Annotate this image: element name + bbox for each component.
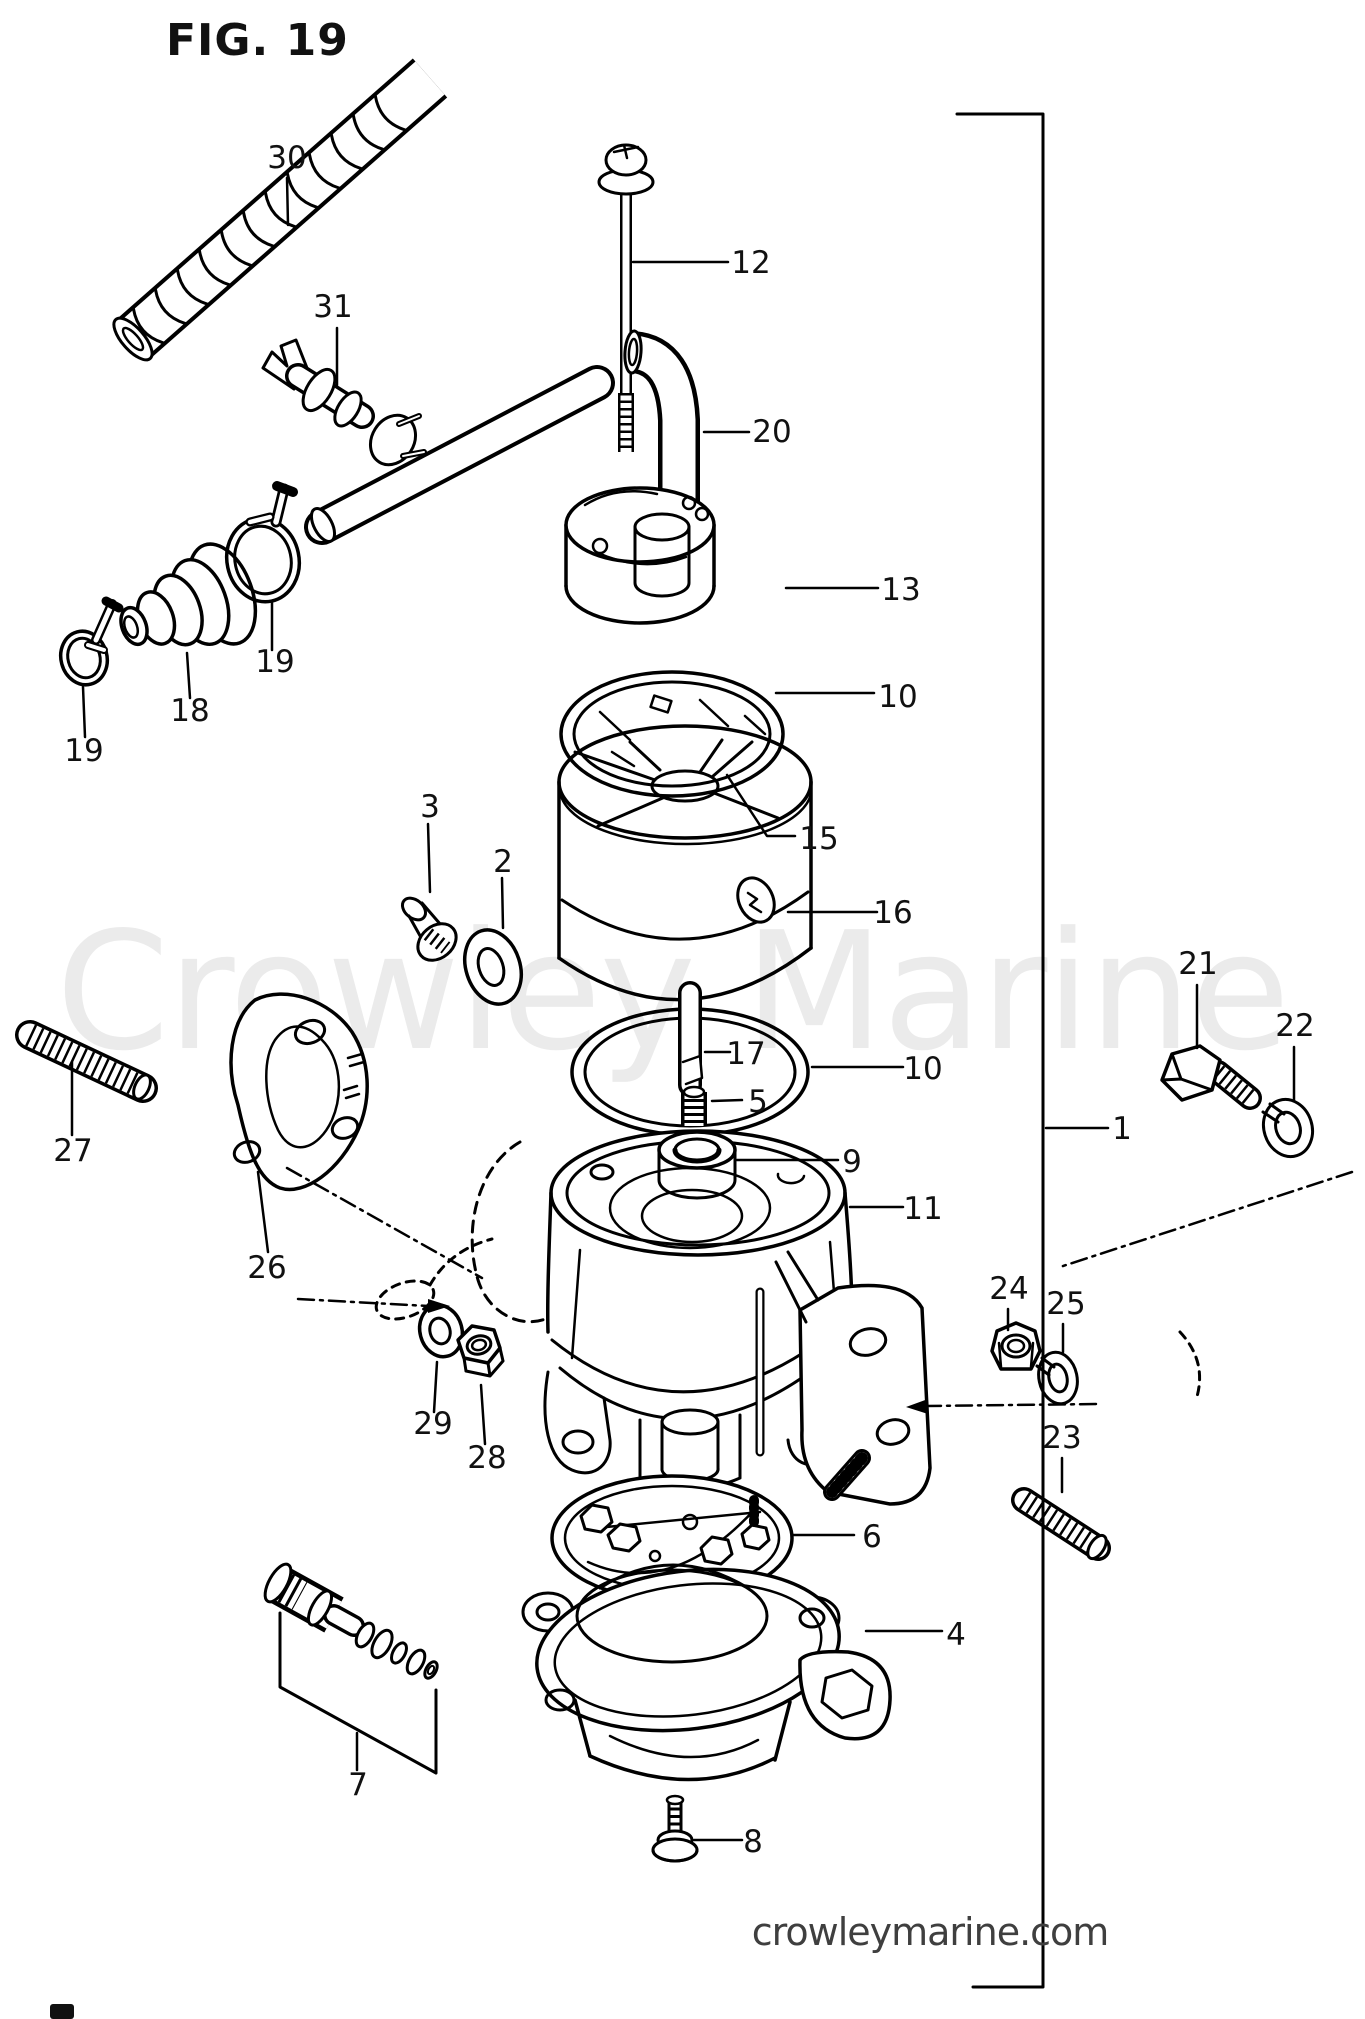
callout-19-left: 19 xyxy=(64,733,103,769)
callout-12: 12 xyxy=(731,245,770,281)
part-10-oring-upper xyxy=(559,670,785,798)
leader-lines xyxy=(70,176,1296,1842)
assembly-bracket-1 xyxy=(955,112,1045,1989)
part-24-nut xyxy=(990,1321,1042,1371)
part-8-bolt xyxy=(651,1794,699,1863)
callout-25: 25 xyxy=(1046,1286,1085,1322)
callout-5: 5 xyxy=(748,1084,768,1120)
callout-4: 4 xyxy=(946,1617,966,1653)
part-30-corrugated-hose xyxy=(112,58,448,362)
callout-24: 24 xyxy=(989,1271,1028,1307)
part-20-elbow-tube xyxy=(623,329,700,510)
part-4-pump-body xyxy=(521,1563,892,1782)
part-3-grommet xyxy=(400,896,458,962)
callout-16: 16 xyxy=(873,895,912,931)
callout-29: 29 xyxy=(413,1406,452,1442)
part-23-stud xyxy=(1011,1487,1111,1561)
part-28-nut xyxy=(456,1324,505,1378)
callout-15: 15 xyxy=(799,821,838,857)
callout-17: 17 xyxy=(726,1036,765,1072)
part-5-drive-joint xyxy=(681,1085,707,1126)
callout-7: 7 xyxy=(348,1767,368,1803)
callout-28: 28 xyxy=(467,1440,506,1476)
callout-27: 27 xyxy=(53,1133,92,1169)
part-29-washer xyxy=(417,1303,465,1359)
callout-31: 31 xyxy=(313,289,352,325)
callout-26: 26 xyxy=(247,1250,286,1286)
part-18-boot xyxy=(119,542,258,647)
part-2-washer xyxy=(463,928,523,1006)
callout-2: 2 xyxy=(493,844,513,880)
part-26-mount-plate xyxy=(229,992,369,1192)
part-9-bearing xyxy=(657,1130,737,1200)
callout-6: 6 xyxy=(862,1519,882,1555)
part-31-fuel-connector xyxy=(261,338,427,467)
ghost-outline-dashed xyxy=(374,1140,1202,1402)
callout-10-upper: 10 xyxy=(878,679,917,715)
part-27-stud xyxy=(15,1020,158,1103)
fuel-hose xyxy=(304,365,615,545)
centerline-dash-dot xyxy=(285,1166,1354,1408)
part-13-end-cap xyxy=(564,486,716,625)
callout-22: 22 xyxy=(1275,1008,1314,1044)
part-25-lock-washer xyxy=(1035,1350,1079,1406)
part-11-housing xyxy=(543,1129,854,1491)
part-22-lock-washer xyxy=(1261,1097,1315,1159)
callout-13: 13 xyxy=(881,572,920,608)
cropped-corner-mark xyxy=(50,2004,74,2019)
figure-title: FIG. 19 xyxy=(166,15,349,66)
callout-1: 1 xyxy=(1112,1111,1132,1147)
part-17-shaft xyxy=(678,981,704,1097)
callout-9: 9 xyxy=(842,1144,862,1180)
housing-mount-bracket xyxy=(774,1250,932,1506)
part-19-clamp-left xyxy=(58,596,124,687)
callout-18: 18 xyxy=(170,693,209,729)
callout-19-right: 19 xyxy=(255,644,294,680)
callout-10-lower: 10 xyxy=(903,1051,942,1087)
callout-8: 8 xyxy=(743,1824,763,1860)
callout-3: 3 xyxy=(420,789,440,825)
centerline-arrows xyxy=(428,1299,928,1414)
callout-20: 20 xyxy=(752,414,791,450)
part-21-bolt xyxy=(1160,1044,1262,1110)
callout-11: 11 xyxy=(903,1191,942,1227)
callout-21: 21 xyxy=(1178,946,1217,982)
part-7-valve-assembly xyxy=(263,1562,439,1680)
site-watermark: crowleymarine.com xyxy=(752,1910,1109,1954)
callout-23: 23 xyxy=(1042,1420,1081,1456)
callout-labels: 30 12 31 20 13 10 19 18 19 3 2 15 16 27 … xyxy=(53,140,1314,1860)
part-12-long-bolt xyxy=(597,143,655,452)
callout-30: 30 xyxy=(267,140,306,176)
